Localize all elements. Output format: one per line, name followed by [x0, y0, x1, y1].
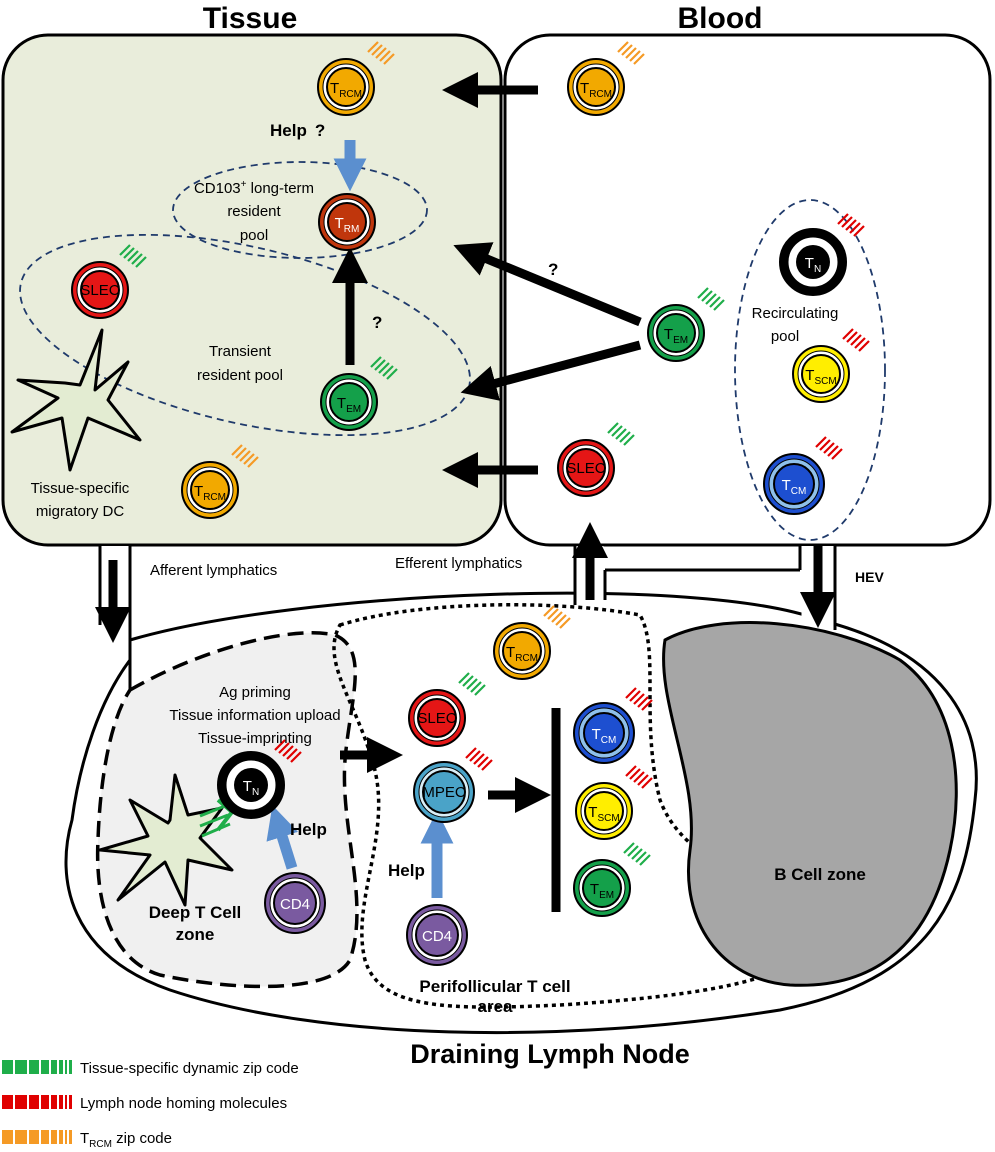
b-cell-zone — [662, 621, 958, 987]
legend-red-label: Lymph node homing molecules — [80, 1095, 287, 1112]
help-label-perifollicular: Help — [388, 861, 425, 880]
trcm-cell-tissue-top: TRCM — [317, 58, 375, 116]
tscm-cell-lymph-node: TSCM — [575, 782, 633, 840]
legend-green-swatch — [2, 1060, 72, 1074]
svg-text:SLEC: SLEC — [80, 282, 119, 299]
blood-title: Blood — [678, 2, 763, 35]
migration-arrows — [95, 72, 836, 813]
help-question-label: Help? — [270, 121, 325, 140]
svg-text:TRCM: TRCM — [194, 483, 226, 503]
tem-cell-lymph-node: TEM — [573, 859, 631, 917]
svg-text:TRCM: TRCM — [580, 80, 612, 100]
recirculating-pool-label-2: pool — [771, 328, 799, 345]
deep-t-cell-zone-label-2: zone — [176, 925, 215, 944]
svg-text:TEM: TEM — [664, 326, 688, 346]
cd4-cell-perifollicular: CD4 — [406, 904, 468, 966]
tissue-imprinting-label: Tissue-imprinting — [198, 730, 312, 747]
svg-text:TRCM: TRCM — [330, 80, 362, 100]
cd4-cell-deep-zone: CD4 — [264, 872, 326, 934]
perifollicular-label-2: area — [478, 997, 514, 1016]
question-mark-tem-to-trm: ? — [372, 313, 382, 332]
arrow-tem-to-cd103-pool — [453, 242, 642, 327]
slec-cell-blood: SLEC — [557, 439, 615, 497]
help-label-deep-zone: Help — [290, 820, 327, 839]
svg-text:TCM: TCM — [782, 477, 807, 497]
svg-text:TRCM: TRCM — [506, 644, 538, 664]
svg-text:CD4: CD4 — [422, 928, 452, 945]
b-cell-zone-label: B Cell zone — [774, 865, 866, 884]
tem-cell-blood: TEM — [647, 304, 705, 362]
tem-cell-tissue: TEM — [320, 373, 378, 431]
recirculating-pool-label-1: Recirculating — [752, 305, 839, 322]
legend-orange-label: TRCM zip code — [80, 1130, 172, 1150]
perifollicular-label-1: Perifollicular T cell — [419, 977, 570, 996]
svg-text:TSCM: TSCM — [805, 367, 836, 387]
svg-text:TN: TN — [805, 255, 821, 275]
deep-t-cell-zone-label-1: Deep T Cell — [149, 903, 242, 922]
trcm-cell-blood: TRCM — [567, 58, 625, 116]
legend-green-label: Tissue-specific dynamic zip code — [80, 1060, 299, 1077]
tscm-cell-blood: TSCM — [792, 345, 850, 403]
trcm-cell-tissue-bottom: TRCM — [181, 461, 239, 519]
arrow-tem-to-transient-pool — [460, 340, 642, 401]
legend-red-swatch — [2, 1095, 72, 1109]
tissue-dc-label-1: Tissue-specific — [31, 480, 130, 497]
tissue-title: Tissue — [203, 2, 298, 35]
hev-label: HEV — [855, 569, 884, 585]
question-mark-tem-to-cd103: ? — [548, 260, 558, 279]
svg-text:CD4: CD4 — [280, 896, 310, 913]
svg-text:TCM: TCM — [592, 726, 617, 746]
recirculating-pool — [734, 199, 886, 541]
blood-compartment — [503, 33, 992, 547]
legend: Tissue-specific dynamic zip code Lymph n… — [2, 1060, 299, 1150]
help-arrow-cd4-to-tn — [266, 805, 298, 870]
svg-text:TEM: TEM — [337, 395, 361, 415]
trm-cell: TRM — [318, 193, 376, 251]
slec-cell-tissue: SLEC — [71, 261, 129, 319]
tissue-compartment — [1, 33, 503, 547]
zip-code-marks — [119, 41, 870, 866]
tissue-dc-label-2: migratory DC — [36, 503, 125, 520]
svg-text:MPEC: MPEC — [422, 784, 466, 801]
mpec-cell: MPEC — [413, 761, 475, 823]
lymph-node-dc — [98, 773, 234, 907]
cd103-pool-label-pool: pool — [240, 227, 268, 244]
help-arrows — [266, 140, 454, 898]
cd103-pool-label: CD103+ long-term — [194, 179, 314, 197]
cd103-long-term-resident-pool — [172, 161, 428, 259]
transient-pool-label-2: resident pool — [197, 367, 283, 384]
trcm-cell-lymph-node: TRCM — [493, 622, 551, 680]
tn-cell-lymph-node: TN — [217, 751, 285, 819]
afferent-lymphatics-label: Afferent lymphatics — [150, 562, 277, 579]
legend-orange-swatch — [2, 1130, 72, 1144]
tissue-upload-label: Tissue information upload — [169, 707, 340, 724]
efferent-lymphatics-label: Efferent lymphatics — [395, 555, 522, 572]
tcm-cell-lymph-node: TCM — [573, 702, 635, 764]
slec-cell-lymph-node: SLEC — [408, 689, 466, 747]
svg-text:TEM: TEM — [590, 881, 614, 901]
svg-text:TN: TN — [243, 778, 259, 798]
svg-text:TRM: TRM — [335, 215, 360, 235]
svg-text:SLEC: SLEC — [566, 460, 605, 477]
transient-pool-label-1: Transient — [209, 343, 272, 360]
tn-cell-blood: TN — [779, 228, 847, 296]
tcm-cell-blood: TCM — [763, 453, 825, 515]
lymph-node-title: Draining Lymph Node — [410, 1039, 690, 1069]
cd103-pool-label-resident: resident — [227, 203, 281, 220]
svg-text:TSCM: TSCM — [588, 804, 619, 824]
svg-text:SLEC: SLEC — [417, 710, 456, 727]
tissue-migratory-dc — [10, 328, 142, 472]
ag-priming-label: Ag priming — [219, 684, 291, 701]
